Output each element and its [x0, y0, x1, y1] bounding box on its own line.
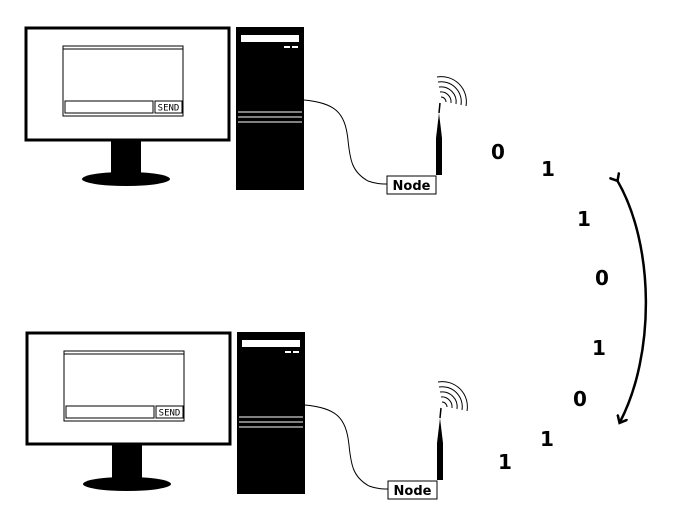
- message-input-bottom[interactable]: [66, 406, 154, 418]
- send-button-label-top: SEND: [158, 104, 180, 114]
- monitor-top: SEND: [26, 28, 229, 186]
- send-button-label-bottom: SEND: [159, 409, 181, 419]
- bit-stream: 0 1 1 0 1 0 1 1: [491, 140, 609, 474]
- node-device-bottom: Node: [388, 481, 437, 499]
- wifi-signal-icon-bottom: [438, 382, 467, 411]
- cable-top: [304, 100, 388, 184]
- bit-2: 1: [541, 157, 555, 181]
- bit-1: 0: [491, 140, 505, 164]
- chat-window-bottom: SEND: [64, 351, 184, 421]
- node-device-top: Node: [387, 176, 436, 194]
- computer-tower-top: [236, 27, 304, 190]
- bit-3: 1: [577, 207, 591, 231]
- cable-bottom: [305, 405, 389, 489]
- message-input-top[interactable]: [65, 101, 153, 113]
- bit-4: 0: [595, 266, 609, 290]
- bit-5: 1: [592, 336, 606, 360]
- station-top: SEND Node: [26, 27, 466, 194]
- bit-7: 1: [540, 427, 554, 451]
- antenna-bottom: [437, 382, 467, 480]
- chat-window-top: SEND: [63, 46, 183, 116]
- antenna-top: [436, 77, 466, 175]
- station-bottom: SEND Node: [27, 332, 467, 499]
- bit-6: 0: [573, 387, 587, 411]
- wifi-signal-icon-top: [437, 77, 466, 106]
- node-label-bottom: Node: [394, 484, 432, 499]
- bidirectional-arrow: [617, 180, 646, 422]
- node-label-top: Node: [393, 179, 431, 194]
- bit-8: 1: [498, 450, 512, 474]
- computer-tower-bottom: [237, 332, 305, 494]
- monitor-bottom: SEND: [27, 333, 230, 491]
